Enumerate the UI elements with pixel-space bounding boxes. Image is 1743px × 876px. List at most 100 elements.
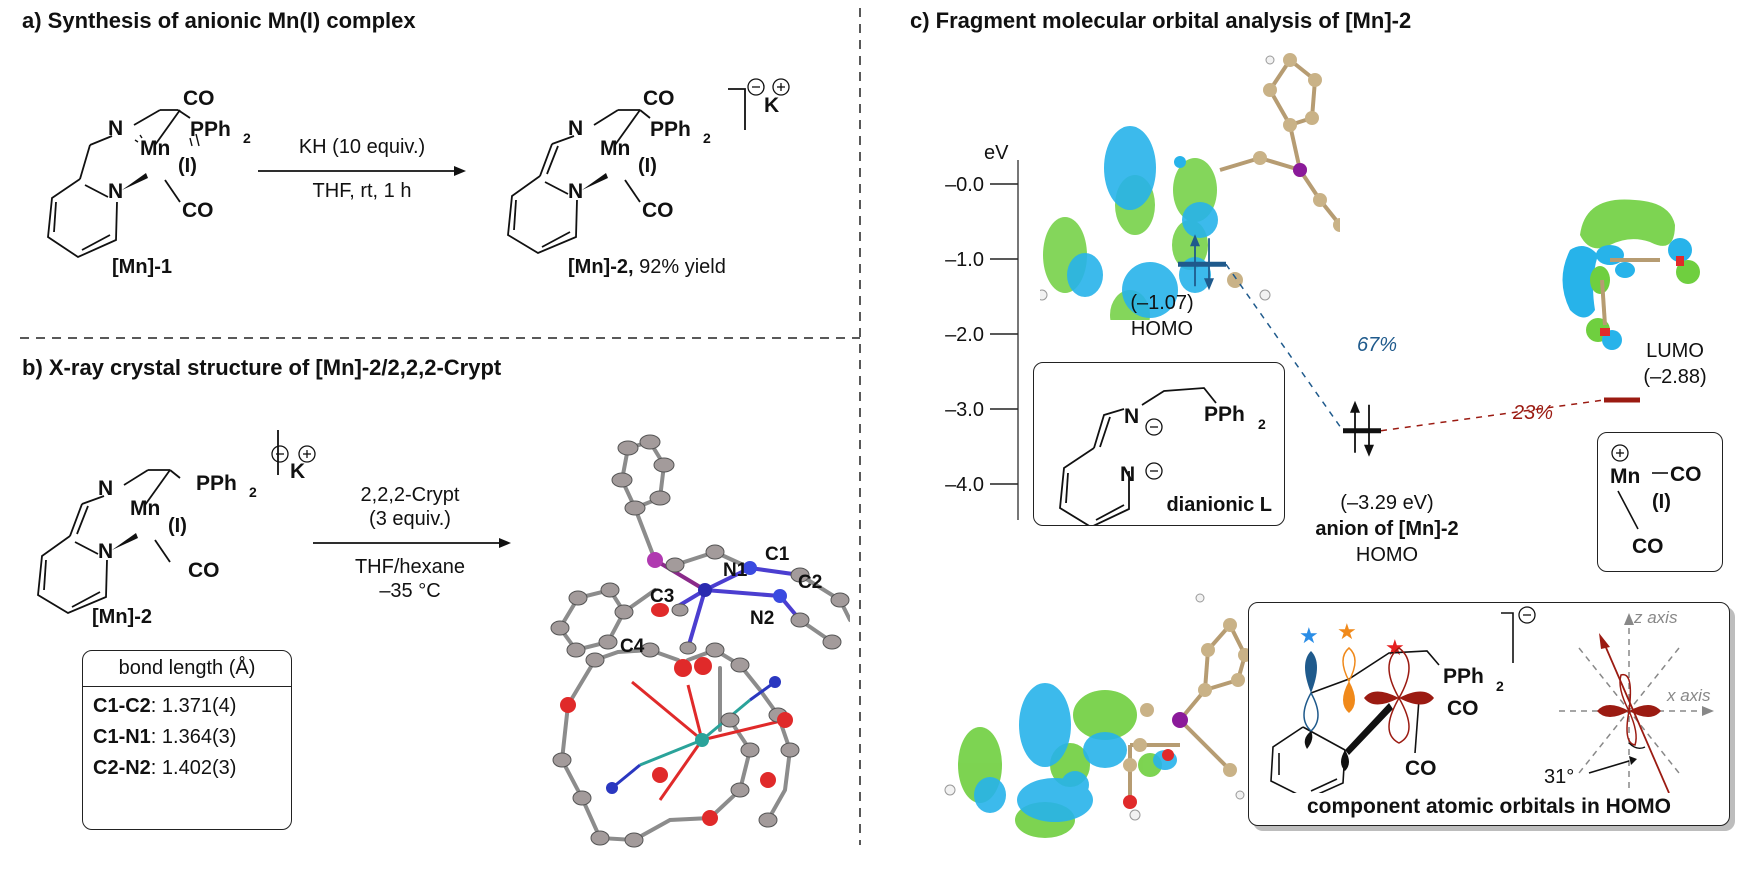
correlation-line-ligand (1225, 263, 1344, 432)
bond-length-table: bond length (Å) C1-C2: 1.371(4) C1-N1: 1… (82, 650, 292, 830)
spin-up-arrowhead (1190, 234, 1200, 247)
star-icon: ★ (1337, 619, 1357, 644)
complex-homo-orbital (944, 593, 1250, 838)
product-name: [Mn]-2, (568, 256, 634, 278)
axis-tick-label: –2.0 (945, 324, 984, 346)
conditions-top-1: 2,2,2-Crypt (360, 484, 460, 506)
angle-label: 31° (1544, 766, 1574, 788)
dianionic-ligand-structure: N N PPh 2 (1059, 387, 1266, 525)
contribution-67: 67% (1357, 334, 1398, 356)
mn-fragment-lumo-orbital (1562, 199, 1700, 350)
correlation-line-metal (1380, 399, 1605, 432)
charge-k-b: K (271, 445, 316, 480)
z-axis-label: z axis (1633, 608, 1678, 627)
lumo-caption: LUMO (1646, 340, 1704, 362)
ligand-homo-energy: (–1.07) (1130, 292, 1194, 314)
axis-tick-label: –3.0 (945, 399, 984, 421)
atom-co: CO (1405, 757, 1437, 780)
bond-row: C1-N1: 1.364(3) (83, 722, 291, 753)
conditions-bottom: THF, rt, 1 h (312, 180, 412, 202)
atom-mn: Mn (600, 137, 630, 160)
negative-charge-icon (1145, 462, 1163, 480)
spin-down-arrowhead (1204, 278, 1214, 291)
atom-co: CO (1670, 463, 1702, 486)
atom-n: N (568, 180, 583, 203)
negative-charge-icon (1145, 418, 1163, 436)
lumo-energy: (–2.88) (1643, 366, 1707, 388)
atom-n: N (98, 477, 113, 500)
axis-tick-label: –1.0 (945, 249, 984, 271)
atom-co: CO (643, 87, 675, 110)
xray-crystal-structure: C1 C2 N1 N2 C3 C4 (550, 434, 850, 848)
atom-co: CO (188, 559, 220, 582)
bond-name: C2-N2 (93, 757, 151, 779)
atom-mn: Mn (130, 497, 160, 520)
atomic-orbitals-diagram: ★ ★ ★ PPh 2 CO CO (1270, 606, 1714, 793)
mn-fragment-structure: Mn CO (I) CO (1610, 444, 1702, 558)
reactant-label: [Mn]-1 (112, 256, 172, 278)
atom-co: CO (642, 199, 674, 222)
atom-pph: PPh (650, 118, 691, 141)
atom-label-c2: C2 (798, 572, 822, 593)
axis-tick-label: –0.0 (945, 174, 984, 196)
mn-fragment-box: Mn CO (I) CO (1597, 432, 1723, 572)
x-axis-label: x axis (1666, 686, 1711, 705)
subscript: 2 (1258, 416, 1266, 432)
atom-label-c1: C1 (765, 544, 790, 565)
atom-n: N (1124, 405, 1139, 428)
oxidation-state: (I) (638, 155, 657, 177)
panel-a-title: a) Synthesis of anionic Mn(I) complex (22, 8, 416, 33)
complex-homo-caption-bold: anion of [Mn]-2 (1315, 518, 1459, 540)
atom-pph: PPh (190, 118, 231, 141)
atom-mn: Mn (140, 137, 170, 160)
product-label: [Mn]-2, 92% yield (568, 256, 726, 279)
dianionic-ligand-label: dianionic L (1166, 494, 1272, 516)
reaction-arrow-b (313, 538, 511, 548)
panel-c-title: c) Fragment molecular orbital analysis o… (910, 8, 1412, 33)
subscript: 2 (703, 130, 711, 146)
positive-charge-icon (1611, 444, 1629, 462)
positive-charge-icon (772, 78, 790, 96)
negative-charge-icon (1518, 606, 1536, 624)
atom-label-c3: C3 (650, 586, 674, 607)
mn2-structure: N N Mn (I) CO PPh 2 CO K (507, 78, 790, 255)
atom-n: N (98, 540, 113, 563)
mn2-structure-b: N N Mn (I) CO PPh 2 CO (37, 430, 279, 615)
bond-value: : 1.364(3) (150, 726, 237, 748)
atom-n: N (568, 117, 583, 140)
product-yield: 92% yield (633, 256, 726, 278)
spin-down-arrowhead (1364, 444, 1374, 457)
atom-label-n2: N2 (750, 608, 774, 629)
atomic-orbitals-inset: ★ ★ ★ PPh 2 CO CO (1248, 602, 1730, 826)
atom-co: CO (1632, 535, 1664, 558)
star-icon: ★ (1299, 623, 1319, 648)
conditions-top-2: (3 equiv.) (369, 508, 451, 530)
subscript: 2 (243, 130, 251, 146)
contribution-23: 23% (1513, 402, 1554, 424)
star-icon: ★ (1385, 635, 1405, 660)
atom-pph: PPh (196, 472, 237, 495)
negative-charge-icon (271, 445, 289, 463)
atom-pph: PPh (1443, 665, 1484, 688)
energy-axis: –0.0 –1.0 –2.0 –3.0 –4.0 (945, 160, 1019, 520)
axis-tick-label: –4.0 (945, 474, 984, 496)
atom-co: CO (182, 199, 214, 222)
positive-charge-icon (298, 445, 316, 463)
subscript: 2 (1496, 678, 1504, 694)
subscript: 2 (249, 484, 257, 500)
axis-unit: eV (984, 142, 1009, 164)
dianionic-ligand-box: N N PPh 2 dianionic L (1033, 362, 1285, 526)
oxidation-state: (I) (1652, 491, 1671, 513)
panel-b-title: b) X-ray crystal structure of [Mn]-2/2,2… (22, 355, 502, 380)
conditions-top: KH (10 equiv.) (298, 136, 426, 158)
reaction-arrow (258, 166, 466, 176)
atom-pph: PPh (1204, 403, 1245, 426)
atom-mn: Mn (1610, 465, 1640, 488)
atom-n: N (1120, 463, 1135, 486)
oxidation-state: (I) (168, 515, 187, 537)
compound-label: [Mn]-2 (92, 606, 152, 628)
atom-co: CO (183, 87, 215, 110)
bond-row: C2-N2: 1.402(3) (83, 753, 291, 784)
potassium-ion: K (290, 460, 305, 480)
